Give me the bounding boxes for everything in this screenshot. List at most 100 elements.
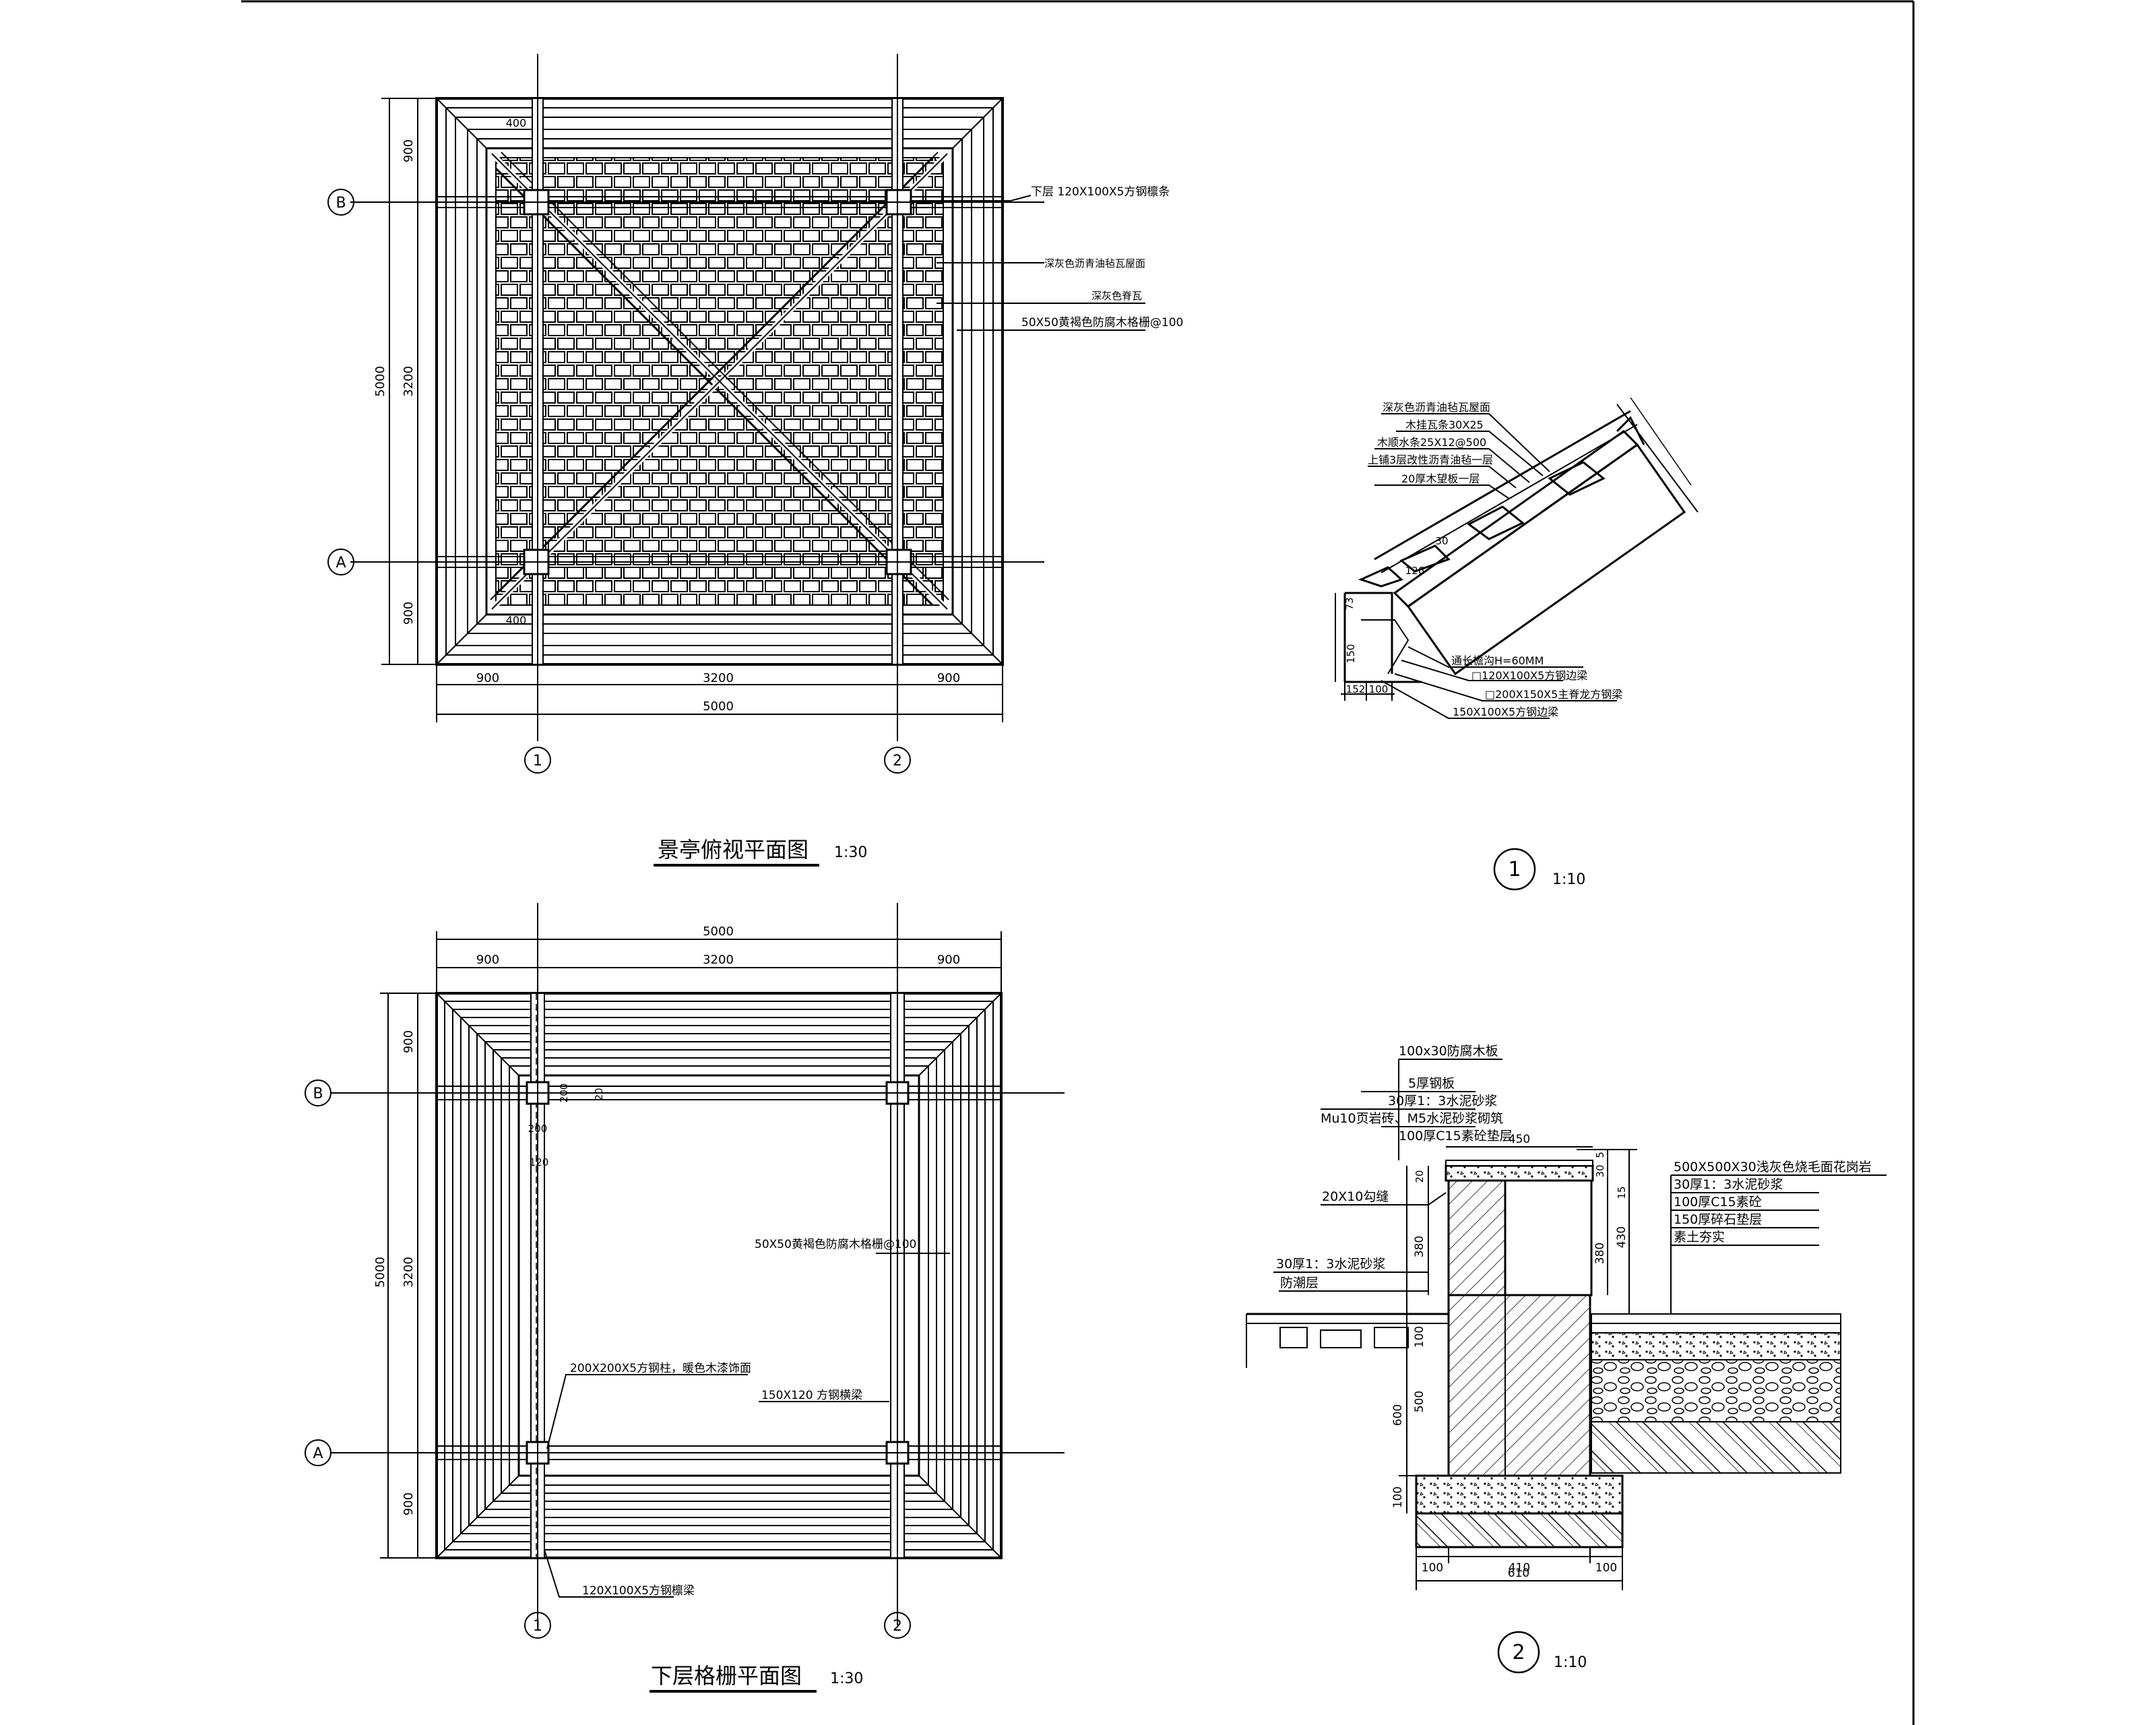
detail1-note-bottom: 150X100X5方钢边梁 (1453, 705, 1558, 718)
dim-post: 200 (558, 1084, 570, 1103)
detail-1-text: 深灰色沥青油毡瓦屋面 木挂瓦条30X25 木顺水条25X12@500 上铺3层改… (1343, 401, 1622, 888)
dim-middle: 3200 (703, 671, 734, 685)
axis-label-1: 1 (533, 1618, 542, 1635)
dim-gap: 120 (530, 1156, 549, 1168)
axis-label-b: B (313, 1086, 323, 1102)
dim-post: 200 (528, 1123, 548, 1135)
dim: 100 (1391, 1486, 1405, 1508)
note-grille: 50X50黄褐色防腐木格栅@100 (755, 1238, 916, 1251)
top-plan (327, 54, 1145, 867)
top-plan-text: B A 1 2 900 3200 900 5000 900 3200 900 5… (336, 117, 1183, 862)
detail2-note-left: 30厚1：3水泥砂浆 (1388, 1094, 1497, 1108)
dim: 450 (1509, 1133, 1530, 1146)
dim-post: 400 (506, 117, 527, 129)
detail2-note-right: 150厚碎石垫层 (1674, 1212, 1762, 1227)
detail2-note-dpc: 防潮层 (1280, 1276, 1319, 1290)
dim-middle: 3200 (402, 366, 416, 397)
bottom-plan-text: B A 1 2 5000 900 3200 900 900 3200 900 5… (313, 924, 960, 1689)
dim-total: 5000 (703, 699, 734, 714)
detail1-note: 木挂瓦条30X25 (1405, 418, 1484, 431)
plan-bottom-scale: 1:30 (830, 1670, 863, 1687)
note-ridge-tile: 深灰色脊瓦 (1091, 290, 1142, 302)
dim: 610 (1508, 1567, 1529, 1580)
dim: 100 (1422, 1561, 1443, 1575)
dim: 410 (1509, 1561, 1530, 1575)
dim-edge: 900 (476, 671, 499, 685)
detail1-note-bottom: 通长檐沟H=60MM (1451, 654, 1544, 667)
dim-edge: 900 (937, 671, 960, 685)
note-grille: 50X50黄褐色防腐木格栅@100 (1021, 316, 1183, 330)
note-purlin: 下层 120X100X5方钢檩条 (1031, 185, 1170, 199)
sheet-frame (241, 0, 1915, 1725)
detail-2-text: 100x30防腐木板 5厚钢板 30厚1：3水泥砂浆 Mu10页岩砖、M5水泥砂… (1276, 1044, 1872, 1671)
axis-label-1: 1 (533, 753, 542, 770)
detail1-note-bottom: □120X100X5方钢边梁 (1471, 669, 1587, 682)
dim: 150 (1345, 644, 1357, 664)
dim-post: 400 (506, 614, 527, 627)
detail2-note-right: 素土夯实 (1674, 1230, 1725, 1245)
detail2-note-right: 30厚1：3水泥砂浆 (1674, 1177, 1783, 1192)
dim-total: 5000 (373, 366, 387, 397)
detail2-label: 2 (1512, 1641, 1525, 1664)
dim: 15 (1616, 1186, 1628, 1199)
dim-total: 5000 (703, 924, 734, 939)
dim-edge: 900 (402, 602, 416, 625)
detail1-note: 上铺3层改性沥青油毡一层 (1368, 453, 1493, 466)
dim: 430 (1615, 1226, 1628, 1248)
dim: 500 (1413, 1391, 1426, 1412)
axis-label-a: A (313, 1445, 323, 1462)
detail1-note: 20厚木望板一层 (1401, 472, 1480, 485)
detail1-note-bottom: □200X150X5主脊龙方钢梁 (1485, 688, 1622, 701)
detail-1-roof-eave (1335, 397, 1699, 891)
detail2-note-left: 5厚钢板 (1408, 1076, 1455, 1091)
dim-total: 5000 (373, 1257, 387, 1288)
dim: 380 (1413, 1236, 1426, 1257)
dim-side: 20 (593, 1088, 605, 1100)
dim-edge: 900 (402, 1493, 416, 1515)
detail2-note-left: Mu10页岩砖、M5水泥砂浆砌筑 (1321, 1111, 1503, 1126)
axis-label-a: A (336, 555, 346, 571)
dim: 5 (1594, 1152, 1606, 1158)
dim: 600 (1391, 1404, 1405, 1426)
detail1-note: 木顺水条25X12@500 (1377, 436, 1486, 449)
detail2-note-left: 100厚C15素砼垫层 (1399, 1129, 1513, 1143)
dim-middle: 3200 (402, 1257, 416, 1288)
dim: 30 (1435, 535, 1448, 547)
plan-top-title: 景亭俯视平面图 (658, 837, 808, 862)
plan-bottom-title: 下层格栅平面图 (651, 1663, 802, 1689)
axis-label-b: B (336, 195, 346, 212)
note-purlin-beam: 120X100X5方钢檩梁 (582, 1584, 695, 1598)
note-column: 200X200X5方钢柱，暖色木漆饰面 (570, 1362, 751, 1375)
plan-top-scale: 1:30 (834, 844, 867, 861)
dim-edge: 900 (402, 139, 416, 162)
dim: 126 (1405, 565, 1425, 577)
detail2-scale: 1:10 (1554, 1654, 1587, 1671)
detail1-scale: 1:10 (1552, 871, 1585, 888)
dim: 73 (1343, 597, 1356, 610)
detail2-note-mortar: 30厚1：3水泥砂浆 (1276, 1257, 1385, 1272)
note-roof: 深灰色沥青油毡瓦屋面 (1044, 257, 1145, 270)
dim: 100 (1369, 683, 1389, 695)
dim: 100 (1413, 1326, 1426, 1348)
note-beam: 150X120 方钢横梁 (761, 1389, 862, 1402)
detail2-note-right: 100厚C15素砼 (1674, 1195, 1762, 1210)
dim-middle: 3200 (703, 953, 734, 967)
detail1-note: 深灰色沥青油毡瓦屋面 (1383, 401, 1490, 414)
bottom-plan (305, 903, 1065, 1693)
detail-2-footing (1246, 1059, 1886, 1674)
detail2-note-joint: 20X10勾缝 (1322, 1189, 1389, 1204)
dim: 152 (1346, 683, 1366, 695)
axis-label-2: 2 (893, 753, 902, 770)
dim: 100 (1595, 1561, 1617, 1575)
detail2-note-left: 100x30防腐木板 (1399, 1044, 1498, 1059)
dim-edge: 900 (937, 953, 960, 967)
dim: 20 (1414, 1170, 1426, 1183)
dim-edge: 900 (402, 1030, 416, 1053)
detail1-label: 1 (1508, 858, 1521, 881)
dim: 380 (1593, 1243, 1607, 1264)
dim-edge: 900 (476, 953, 499, 967)
dim: 30 (1594, 1164, 1606, 1177)
detail2-note-right: 500X500X30浅灰色烧毛面花岗岩 (1674, 1160, 1872, 1174)
axis-label-2: 2 (893, 1618, 902, 1635)
